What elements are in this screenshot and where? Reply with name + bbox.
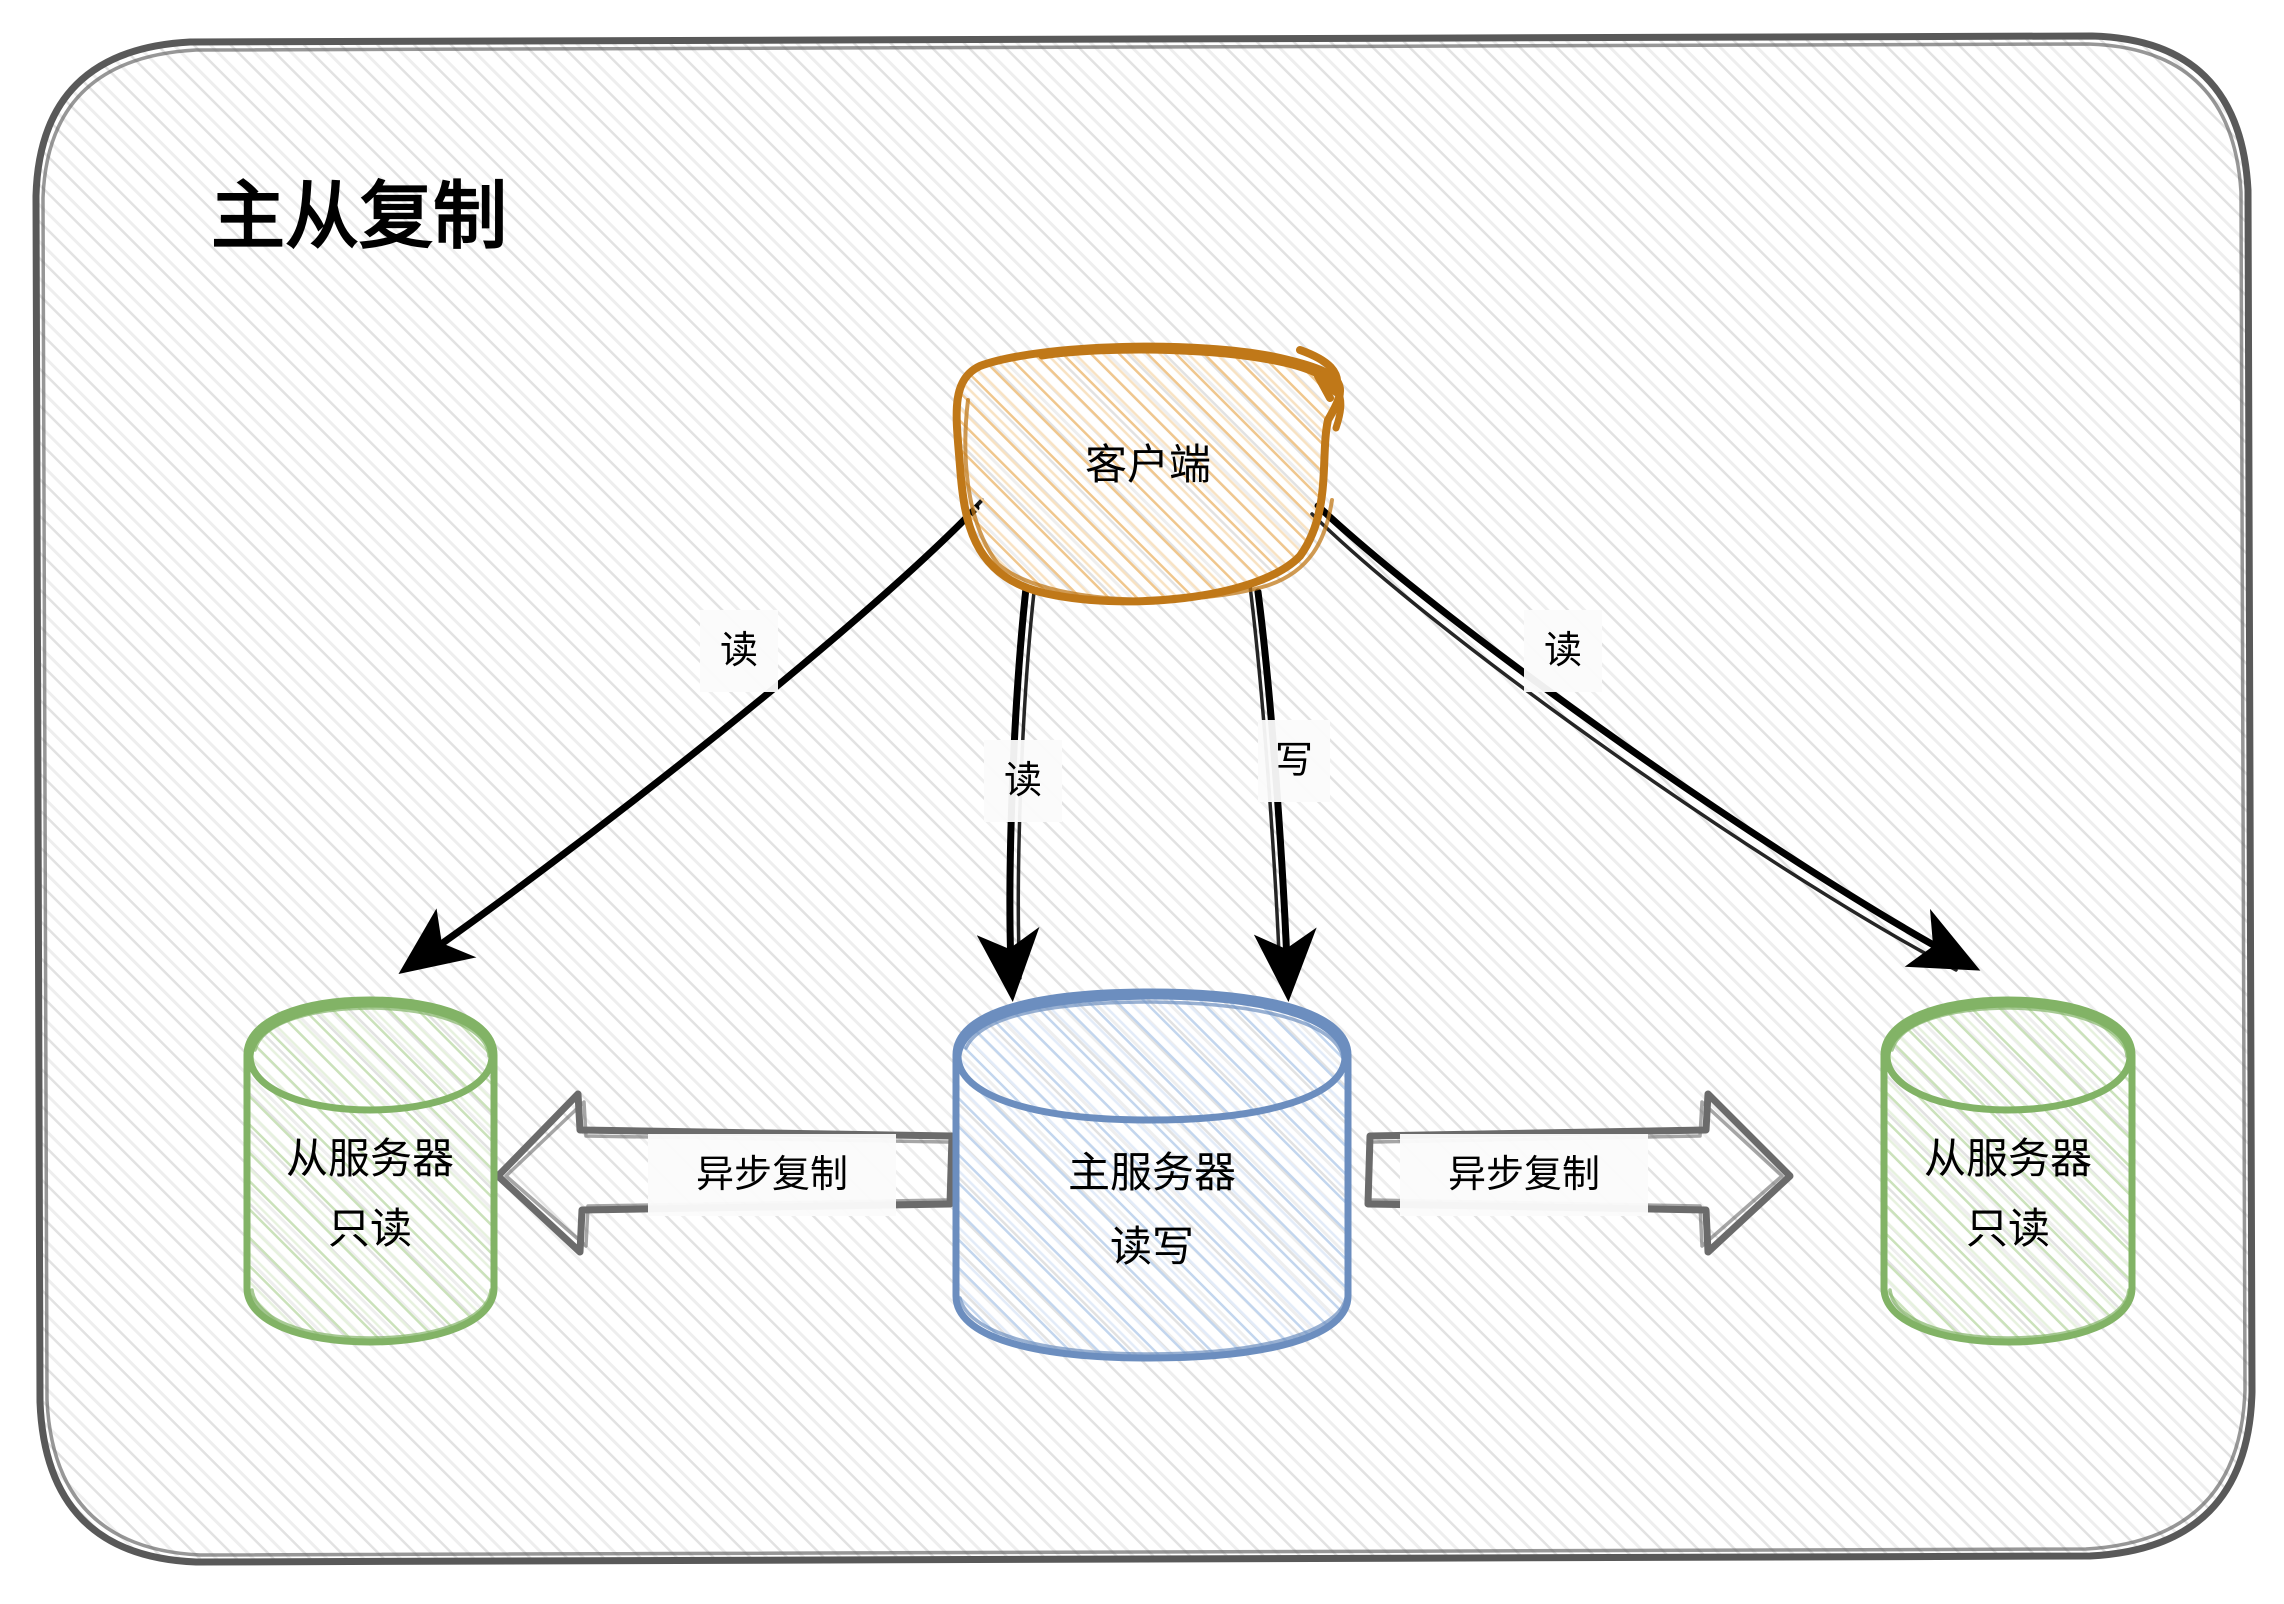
- edge-label-replication-left: 异步复制: [696, 1154, 848, 1196]
- edge-label-read-left: 读: [720, 630, 758, 672]
- master-label-line2: 读写: [1110, 1223, 1194, 1270]
- edge-label-read-master: 读: [1004, 760, 1042, 802]
- outer-frame: [32, 32, 2256, 1566]
- edge-client-read-slave-right: 读: [1310, 502, 1981, 972]
- edge-label-write-master: 写: [1275, 740, 1313, 782]
- page-title: 主从复制: [211, 175, 507, 258]
- client-node[interactable]: 客户端: [952, 342, 1345, 606]
- edge-client-write-master: 写: [1248, 584, 1330, 1002]
- master-label-line1: 主服务器: [1068, 1149, 1236, 1196]
- slave-right-label-line2: 只读: [1966, 1205, 2050, 1252]
- slave-left-node[interactable]: 从服务器 只读: [243, 996, 498, 1346]
- master-node[interactable]: 主服务器 读写: [952, 988, 1352, 1362]
- edge-client-read-master: 读: [976, 584, 1062, 1002]
- edge-replication-right: 异步复制: [1364, 1090, 1794, 1256]
- slave-right-node[interactable]: 从服务器 只读: [1880, 996, 2136, 1346]
- edge-label-read-right: 读: [1544, 630, 1582, 672]
- edge-replication-left: 异步复制: [494, 1090, 956, 1256]
- slave-right-label-line1: 从服务器: [1924, 1135, 2092, 1182]
- slave-left-label-line1: 从服务器: [286, 1135, 454, 1182]
- slave-left-label-line2: 只读: [328, 1205, 412, 1252]
- client-label: 客户端: [1085, 441, 1211, 488]
- edge-label-replication-right: 异步复制: [1448, 1154, 1600, 1196]
- edge-client-read-slave-left: 读: [398, 498, 984, 974]
